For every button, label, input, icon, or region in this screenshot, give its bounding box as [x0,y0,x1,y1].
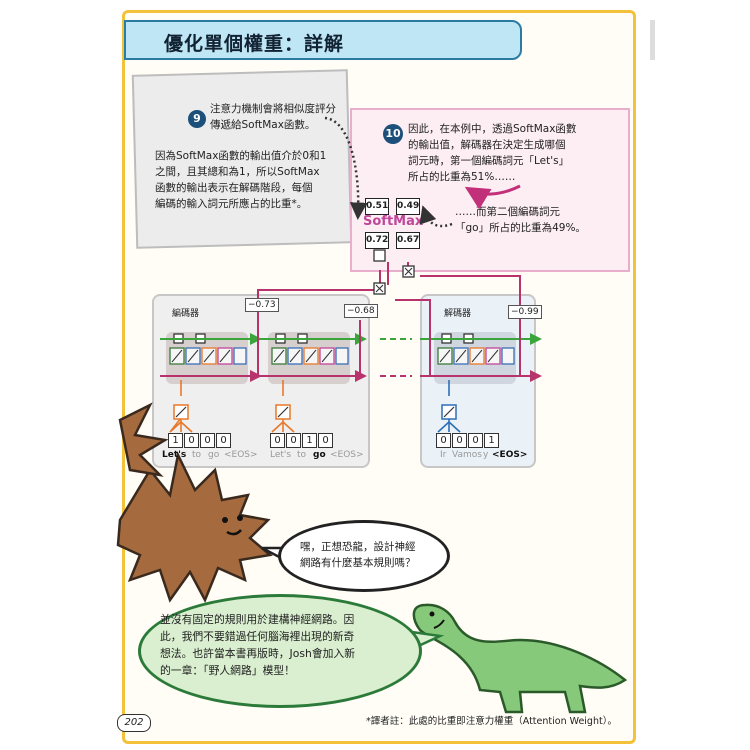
caveman-illustration [116,402,273,603]
dec-input-1: 0 [452,433,467,448]
enc1-input-2: 0 [200,433,215,448]
question-line-1: 嘿，正想恐龍，設計神經 [300,541,416,553]
dec-word-3: <EOS> [492,450,528,460]
enc2-input-1: 0 [286,433,301,448]
note9-head-2: 傳遞給SoftMax函數。 [210,119,316,131]
note10-line-2: 的輸出值，解碼器在決定生成哪個 [408,139,566,151]
dec-input-3: 1 [484,433,499,448]
answer-line-2: 此，我們不要錯過任何腦海裡出現的新奇 [160,630,355,643]
enc2-input-2: 1 [302,433,317,448]
page-number: 202 [117,714,151,732]
softmax-input-1: 0.72 [365,232,389,249]
dinosaur-illustration [412,603,628,714]
enc2-input-0: 0 [270,433,285,448]
note10-line-1: 因此，在本例中，透過SoftMax函數 [408,123,577,135]
answer-line-1: 並沒有固定的規則用於建構神經網路。因 [160,613,355,626]
question-line-2: 網路有什麼基本規則嗎？ [300,557,416,569]
step-9-badge: 9 [188,110,206,128]
enc1-word-1: to [192,450,202,460]
score-tag-2: −0.68 [344,304,378,318]
note10-line-4: 所占的比重為51%…… [408,171,516,183]
enc2-word-0: Let's [270,450,292,460]
enc1-word-2: go [208,450,220,460]
note9-body-4: 編碼的輸入詞元所應占的比重*。 [155,198,308,210]
translator-footnote: *譯者註：此處的比重即注意力權重（Attention Weight）。 [366,716,617,727]
enc1-input-1: 0 [184,433,199,448]
title-bar [124,20,522,60]
enc1-input-0: 1 [168,433,183,448]
step-10-badge: 10 [383,124,403,144]
answer-line-4: 的一章：「野人網路」模型！ [160,664,295,677]
dec-word-2: y [483,450,489,460]
note9-body-1: 因為SoftMax函數的輸出值介於0和1 [155,150,327,162]
note9-head-1: 注意力機制會將相似度評分 [210,103,336,115]
enc2-word-2: go [313,450,326,460]
dec-input-0: 0 [436,433,451,448]
decoder-label: 解碼器 [444,309,472,319]
answer-line-3: 想法。也許當本書再版時，Josh會加入新 [160,647,356,660]
page-title: 優化單個權重：詳解 [164,33,345,55]
score-tag-1: −0.73 [245,298,279,312]
softmax-input-2: 0.67 [396,232,420,249]
note10-line-3: 詞元時，第一個編碼詞元「Let's」 [408,155,570,167]
dec-input-2: 0 [468,433,483,448]
score-tag-3: −0.99 [508,305,542,319]
enc1-input-3: 0 [216,433,231,448]
page-edge [650,20,655,60]
note9-body-3: 函數的輸出表示在解碼階段，每個 [155,182,313,194]
note9-body-2: 之間，且其總和為1，所以SoftMax [155,166,320,178]
softmax-output-2: 0.49 [396,198,420,215]
dec-word-0: Ir [440,450,447,460]
softmax-label: SoftMax [363,214,424,229]
note10-line-6: 「go」所占的比重為49%。 [455,222,586,234]
dec-word-1: Vamos [452,450,482,460]
enc2-input-3: 0 [318,433,333,448]
enc2-word-3: <EOS> [330,450,364,460]
enc1-word-0: Let's [162,450,187,460]
enc1-word-3: <EOS> [224,450,258,460]
encoder-label: 編碼器 [172,309,200,319]
enc2-word-1: to [297,450,307,460]
speech-bubble-question [278,520,450,592]
speech-bubble-answer [138,594,422,708]
